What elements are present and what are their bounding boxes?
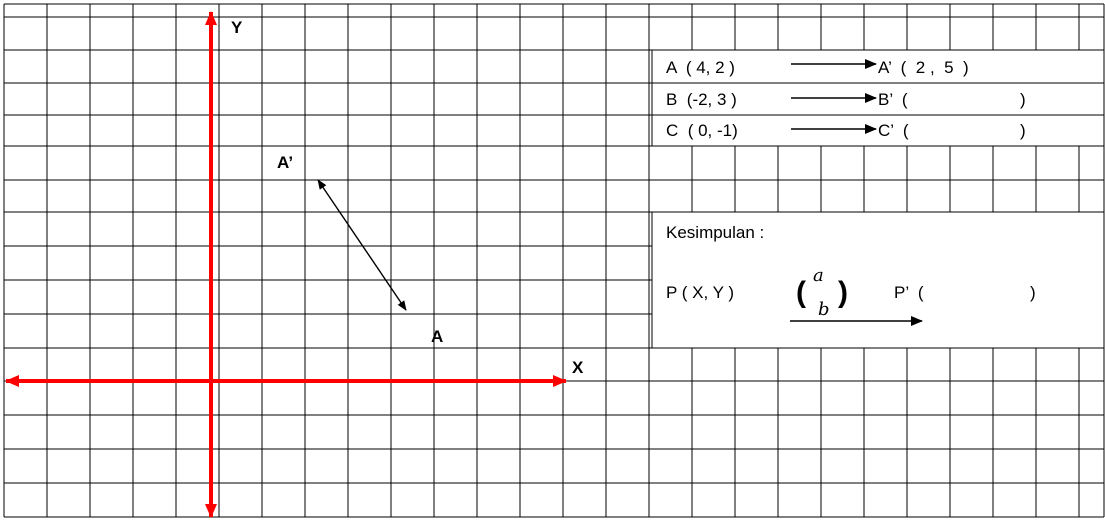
mapping-table: A ( 4, 2 ) A’ ( 2 , 5 ) B (-2, 3 ) B’ ( … — [666, 58, 1026, 140]
point-a-label: A — [431, 327, 443, 346]
table-lines — [651, 49, 1105, 349]
row-b-close-paren: ) — [1020, 90, 1026, 109]
conclusion-box: Kesimpulan : P ( X, Y ) ( a b ) P’ ( ) — [666, 223, 1036, 326]
formula-close-paren: ) — [1030, 283, 1036, 302]
translation-arrow — [317, 179, 407, 311]
row-a-target: A’ ( 2 , 5 ) — [878, 58, 969, 77]
table-panel-background — [652, 50, 1104, 146]
vector-close-paren: ) — [838, 276, 848, 309]
vector-top: a — [813, 265, 824, 286]
row-c-close-paren: ) — [1020, 121, 1026, 140]
conclusion-title: Kesimpulan : — [666, 223, 764, 242]
formula-target: P’ ( — [894, 283, 924, 302]
row-a-source: A ( 4, 2 ) — [666, 58, 735, 77]
row-b-source: B (-2, 3 ) — [666, 90, 737, 109]
row-b-target: B’ ( — [878, 90, 908, 109]
x-axis-label: X — [572, 358, 584, 377]
conclusion-panel-background — [652, 212, 1104, 348]
vector-bottom: b — [818, 299, 830, 320]
point-a-prime-label: A’ — [277, 153, 293, 172]
vector-open-paren: ( — [796, 276, 806, 309]
formula-source: P ( X, Y ) — [666, 283, 734, 302]
row-c-source: C ( 0, -1) — [666, 121, 738, 140]
y-axis-label: Y — [231, 18, 243, 37]
row-c-target: C’ ( — [878, 121, 909, 140]
